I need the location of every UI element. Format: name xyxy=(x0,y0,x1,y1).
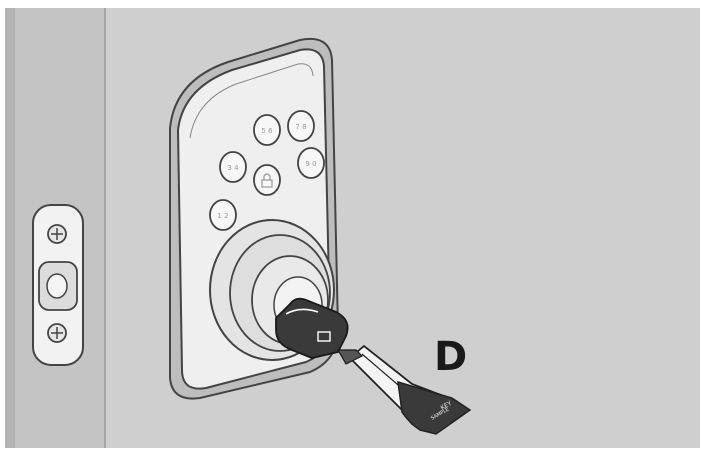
keypad-button-lock[interactable] xyxy=(254,165,280,195)
door-edge-shadow xyxy=(5,8,15,448)
keypad-button-9-0-label: 9 0 xyxy=(305,160,316,168)
keypad-button-9-0[interactable]: 9 0 xyxy=(298,148,324,178)
strike-bolt-hole xyxy=(39,262,77,310)
strike-plate xyxy=(33,205,83,365)
wall-background xyxy=(5,8,700,448)
keypad-button-3-4-label: 3 4 xyxy=(227,164,239,172)
step-label: D xyxy=(434,334,467,380)
keypad-button-1-2[interactable]: 1 2 xyxy=(210,200,236,230)
keypad-button-5-6[interactable]: 5 6 xyxy=(254,115,280,145)
strike-screw-top xyxy=(48,225,66,243)
keypad-button-7-8-label: 7 8 xyxy=(295,123,306,131)
keypad-button-3-4[interactable]: 3 4 xyxy=(220,152,246,182)
strike-screw-bottom xyxy=(48,324,66,342)
keypad-button-7-8[interactable]: 7 8 xyxy=(288,111,314,141)
keypad-button-5-6-label: 5 6 xyxy=(261,127,273,135)
keypad-button-1-2-label: 1 2 xyxy=(217,212,228,220)
